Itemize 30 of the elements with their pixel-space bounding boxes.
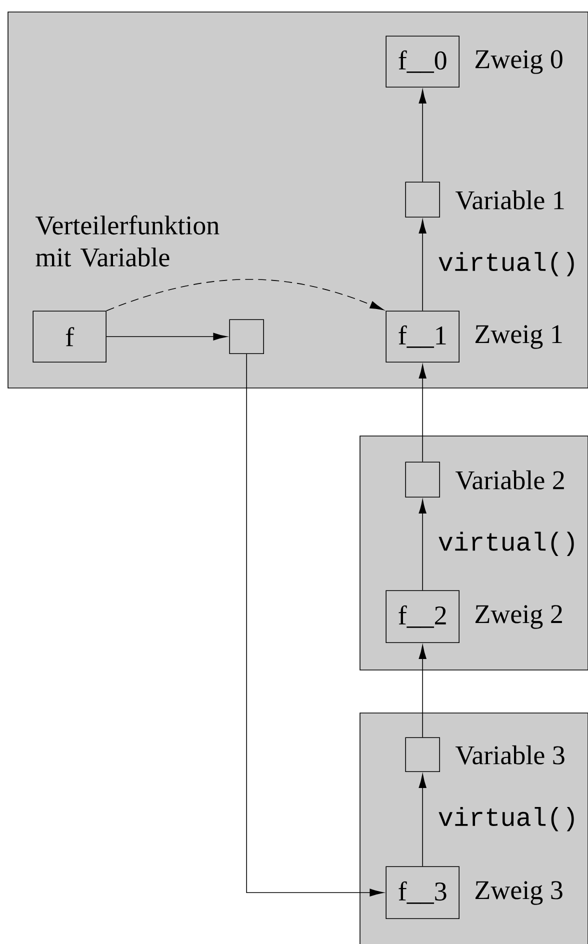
branch-label: Zweig 3 [475,881,562,905]
variable-box [405,737,440,772]
edge-label: virtual() [436,530,580,558]
panel [8,12,588,388]
arrow [418,220,426,312]
edge-label: virtual() [436,804,580,834]
caption-text: Verteilerfunktion mit Variable [36,215,220,267]
edge-label: virtual() [436,250,580,278]
variable-box [405,462,440,498]
function-box: f__3 [386,866,460,919]
branch-label: Variable 1 [456,190,564,210]
arrow [246,354,384,896]
branch-label: Variable 2 [456,470,564,490]
function-box: f__2 [386,590,460,643]
arrow [418,645,426,738]
function-box: f__1 [386,310,460,362]
arrow [106,332,228,340]
function-box: f [32,310,106,362]
branch-label: Zweig 1 [475,325,562,349]
arrow [106,278,384,312]
arrow [418,774,426,867]
arrow [418,364,426,462]
function-box: f__0 [386,36,460,88]
branch-label: Zweig 2 [475,605,562,629]
arrow [418,500,426,591]
arrow [418,90,426,182]
variable-box [405,182,440,218]
variable-box [229,319,264,354]
branch-label: Zweig 0 [475,50,562,74]
branch-label: Variable 3 [456,745,564,765]
